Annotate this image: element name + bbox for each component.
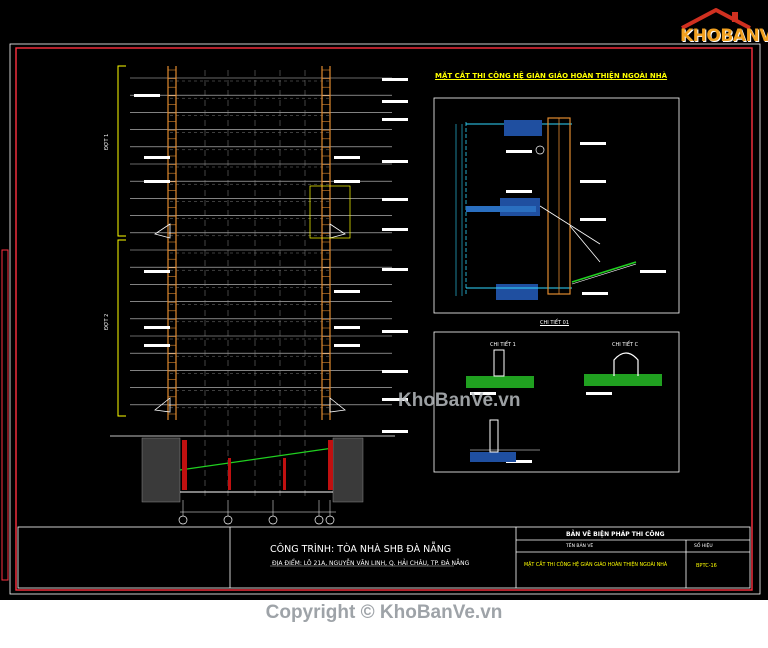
annotation-tag [640, 270, 666, 273]
annotation-tag [470, 392, 496, 395]
annotation-tag [334, 290, 360, 293]
ramp-line [179, 447, 334, 471]
slab-block-top [504, 120, 542, 136]
axis-bubble [178, 515, 188, 525]
canopy-slope [571, 261, 637, 283]
watermark-text: KhoBanVe.vn [398, 390, 521, 411]
axis-bubble [223, 515, 233, 525]
annotation-tag [382, 370, 408, 373]
zone-bracket-1 [117, 65, 126, 237]
basement-hatch-left [141, 437, 181, 503]
basement-hatch-right [332, 437, 364, 503]
axis-bubble [314, 515, 324, 525]
slab-low [496, 284, 538, 300]
sheet-heading: BẢN VẼ BIỆN PHÁP THI CÔNG [566, 531, 665, 538]
pile-mid-right [283, 458, 286, 490]
annotation-tag [134, 94, 160, 97]
zone-bracket-2 [117, 239, 126, 417]
sheet-description: MẶT CẮT THI CÔNG HỆ GIÀN GIÁO HOÀN THIỆN… [524, 563, 668, 568]
axis-bubble [268, 515, 278, 525]
house-roof-logo-icon [681, 8, 751, 30]
annotation-tag [580, 218, 606, 221]
detail-b-label: CHI TIẾT 1 [490, 342, 516, 348]
drawing-canvas [1, 43, 761, 595]
annotation-tag [382, 228, 408, 231]
annotation-tag [382, 160, 408, 163]
bracket-right-lower [329, 397, 346, 413]
project-address: ĐỊA ĐIỂM: LÔ 21A, NGUYỄN VĂN LINH, Q. HẢ… [272, 560, 470, 567]
annotation-tag [144, 270, 170, 273]
annotation-tag [144, 326, 170, 329]
annotation-tag [382, 430, 408, 433]
annotation-tag [580, 180, 606, 183]
annotation-tag [334, 344, 360, 347]
site-logo-text: KHOBANVE [680, 26, 768, 46]
detail-section-frame [433, 97, 680, 314]
connection-c-base [470, 452, 516, 462]
annotation-tag [382, 118, 408, 121]
annotation-tag [382, 268, 408, 271]
retaining-wall-right [328, 440, 333, 490]
annotation-tag [506, 150, 532, 153]
annotation-tags [134, 78, 666, 463]
connection-b-base [584, 374, 662, 386]
sheet-outer-border [9, 43, 761, 595]
detail-connection-frame [433, 331, 680, 473]
copyright-text: Copyright © KhoBanVe.vn [265, 602, 503, 623]
diagonal-brace-1 [539, 205, 601, 245]
axis-bubble [325, 515, 335, 525]
bracket-left-lower [154, 397, 171, 413]
annotation-tag [382, 398, 408, 401]
annotation-tag [586, 392, 612, 395]
annotation-tag [582, 292, 608, 295]
detail-section-title: MẶT CẮT THI CÔNG HỆ GIÀN GIÁO HOÀN THIỆN… [435, 72, 668, 80]
connection-a-base [466, 376, 534, 388]
annotation-tag [382, 330, 408, 333]
sheet-name-label: TÊN BẢN VẼ [566, 544, 594, 549]
bracket-right-upper [329, 223, 346, 239]
retaining-wall-left [182, 440, 187, 490]
left-edge-strip [1, 249, 9, 581]
bracket-left-upper [154, 223, 171, 239]
grid-axis-markers [178, 500, 336, 525]
annotation-tag [580, 142, 606, 145]
annotation-tag [334, 180, 360, 183]
annotation-tag [506, 460, 532, 463]
annotation-tag [144, 180, 170, 183]
annotation-tag [382, 78, 408, 81]
annotation-tag [382, 100, 408, 103]
detail-c-label: CHI TIẾT C [612, 342, 639, 348]
zone-1-label: ĐỢT 1 [104, 133, 110, 150]
diagonal-brace-2 [569, 225, 601, 263]
scaffold-columns [167, 66, 331, 420]
pile-mid-left [228, 458, 231, 490]
annotation-tag [506, 190, 532, 193]
detail-a-label: CHI TIẾT 01 [540, 320, 570, 326]
cad-drawing-sheet: MẶT CẮT THI CÔNG HỆ GIÀN GIÁO HOÀN THIỆN… [0, 0, 768, 600]
connection-b-arch [613, 352, 639, 376]
detail-marker [535, 145, 545, 155]
annotation-tag [334, 326, 360, 329]
slab-mid [466, 206, 536, 212]
title-block [17, 526, 751, 589]
detail-callout-box [309, 185, 351, 239]
zone-2-label: ĐỢT 2 [104, 313, 110, 330]
sheet-code: BPTC-16 [696, 563, 717, 569]
annotation-tag [334, 156, 360, 159]
sheet-inner-border [15, 47, 753, 591]
project-title: CÔNG TRÌNH: TÒA NHÀ SHB ĐÀ NẴNG [270, 544, 452, 555]
annotation-tag [144, 344, 170, 347]
connection-c-post [489, 419, 499, 453]
annotation-tag [144, 156, 170, 159]
sheet-number-label: SỐ HIỆU [694, 544, 713, 549]
building-section-elevation [110, 65, 666, 525]
canopy-slope-edge [571, 263, 637, 285]
annotation-tag [382, 198, 408, 201]
connection-a-post [493, 349, 505, 377]
